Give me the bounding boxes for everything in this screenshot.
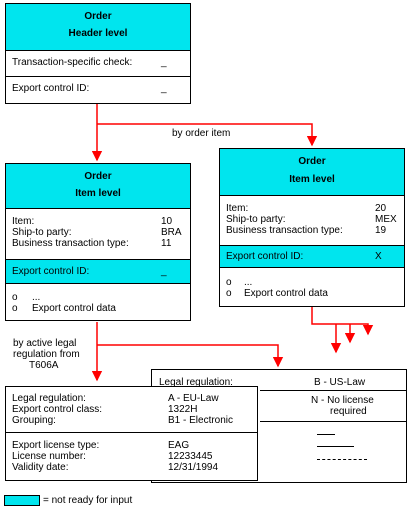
validity-date-value: 12/31/1994 <box>168 462 219 473</box>
arrow-to-item-right <box>97 123 318 147</box>
ship-to-label: Ship-to party: <box>12 227 72 238</box>
grouping-label: Grouping: <box>12 415 56 426</box>
eu-regulation-label: Legal regulation: <box>12 393 86 404</box>
divider <box>220 267 404 268</box>
list-bullet: o <box>12 292 18 303</box>
divider <box>6 76 190 77</box>
divider <box>220 195 404 196</box>
item-left-title-band <box>6 164 190 208</box>
split-label: by order item <box>172 128 231 139</box>
item-label: Item: <box>226 203 249 214</box>
validity-date-label: Validity date: <box>12 462 69 473</box>
license-type-value: EAG <box>168 440 190 451</box>
legend-text: = not ready for input <box>43 495 133 506</box>
item-left-title-1: Order <box>84 171 112 182</box>
divider <box>260 421 406 422</box>
list-bullet: o <box>226 277 232 288</box>
list-bullet: o <box>12 303 18 314</box>
ship-to-value: BRA <box>161 227 182 238</box>
export-control-band <box>6 259 190 283</box>
divider <box>260 390 406 391</box>
divider <box>6 208 190 209</box>
export-control-label: Export control ID: <box>226 251 304 262</box>
license-number-value: 12233445 <box>168 451 213 462</box>
arrow-to-us-regulation <box>97 344 284 368</box>
list-item: ... <box>244 277 253 288</box>
business-type-label: Business transaction type: <box>226 225 343 236</box>
eu-regulation-value: A - EU-Law <box>168 393 219 404</box>
us-license-note-1: N - No license <box>311 395 374 406</box>
business-type-value: 11 <box>161 238 172 249</box>
item-value: 10 <box>161 216 173 227</box>
list-item: ... <box>32 292 41 303</box>
list-item: Export control data <box>32 303 116 314</box>
export-control-value: _ <box>161 83 167 94</box>
export-control-value: X <box>375 251 382 262</box>
transaction-check-label: Transaction-specific check: <box>12 57 133 68</box>
license-number-label: License number: <box>12 451 86 462</box>
list-item: Export control data <box>244 288 328 299</box>
item-right-title-band <box>220 149 404 195</box>
export-control-band <box>220 245 404 267</box>
stub-arrow-1 <box>311 307 374 336</box>
divider <box>6 283 190 284</box>
divider <box>6 259 190 260</box>
divider <box>6 50 190 51</box>
placeholder-line <box>317 459 367 460</box>
placeholder-line <box>317 446 354 447</box>
transaction-check-value: _ <box>161 57 167 68</box>
item-label: Item: <box>12 216 35 227</box>
export-control-label: Export control ID: <box>12 266 90 277</box>
us-regulation-value: B - US-Law <box>314 377 366 388</box>
export-control-value: _ <box>161 266 167 277</box>
us-license-note-2: required <box>330 406 367 417</box>
legal-label-line1: by active legal <box>13 338 77 349</box>
item-right-title-1: Order <box>298 156 326 167</box>
export-control-label: Export control ID: <box>12 83 90 94</box>
order-header-box: Order Header level Transaction-specific … <box>5 3 191 104</box>
license-type-label: Export license type: <box>12 440 100 451</box>
item-left-box: Order Item level Item: 10 Ship-to party:… <box>5 163 191 321</box>
eu-regulation-box: Legal regulation: A - EU-Law Export cont… <box>5 386 258 481</box>
legal-label-line2: regulation from <box>13 349 80 360</box>
item-value: 20 <box>375 203 387 214</box>
list-bullet: o <box>226 288 232 299</box>
header-title-band <box>6 4 190 50</box>
export-class-label: Export control class: <box>12 404 103 415</box>
us-regulation-label: Legal regulation: <box>159 377 233 388</box>
ship-to-value: MEX <box>375 214 397 225</box>
header-title-2: Header level <box>68 28 128 39</box>
item-left-title-2: Item level <box>75 188 121 199</box>
header-title-1: Order <box>84 11 112 22</box>
legend-swatch <box>4 495 40 506</box>
divider <box>220 245 404 246</box>
export-class-value: 1322H <box>168 404 198 415</box>
item-right-box: Order Item level Item: 20 Ship-to party:… <box>219 148 405 307</box>
item-right-title-2: Item level <box>289 174 335 185</box>
divider <box>6 432 257 433</box>
legal-label-line3: T606A <box>29 360 59 371</box>
ship-to-label: Ship-to party: <box>226 214 286 225</box>
grouping-value: B1 - Electronic <box>168 415 234 426</box>
business-type-value: 19 <box>375 225 387 236</box>
business-type-label: Business transaction type: <box>12 238 129 249</box>
placeholder-line <box>317 434 335 435</box>
